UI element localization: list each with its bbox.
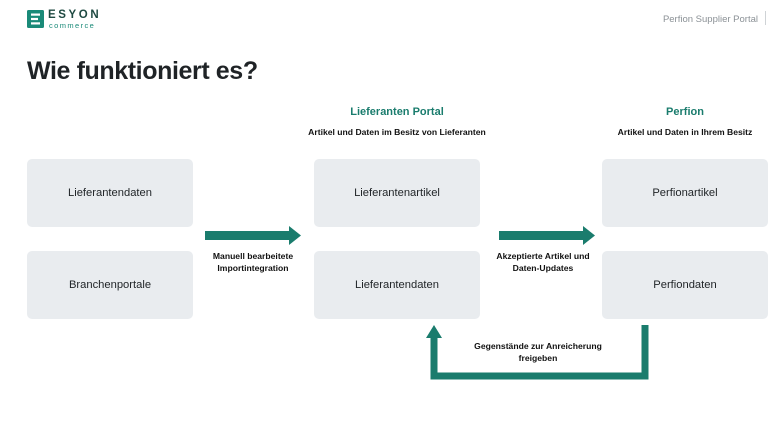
- source-supplier-data-box: Lieferantendaten: [27, 159, 193, 227]
- box-label: Branchenportale: [68, 279, 152, 291]
- release-arrow-label: Gegenstände zur Anreicherung freigeben: [474, 341, 602, 363]
- perfion-articles-box: Perfionartikel: [602, 159, 768, 227]
- page-title: Wie funktioniert es?: [27, 57, 258, 85]
- accepted-arrow-label: Akzeptierte Artikel und Daten-Updates: [496, 251, 590, 273]
- import-arrow-icon: [205, 226, 301, 245]
- esyon-logo-mark-icon: [27, 10, 44, 28]
- portal-title: Perfion Supplier Portal: [662, 14, 758, 25]
- portal-column-heading: Lieferanten Portal: [350, 106, 444, 118]
- esyon-logo: ESYON commerce: [27, 9, 147, 30]
- box-label: Perfionartikel: [652, 187, 718, 199]
- portal-data-box: Lieferantendaten: [314, 251, 480, 319]
- header-divider: [765, 11, 766, 25]
- logo-wordmark: ESYON: [48, 9, 102, 21]
- portal-articles-box: Lieferantenartikel: [314, 159, 480, 227]
- box-label: Lieferantenartikel: [354, 187, 440, 199]
- logo-tagline: commerce: [49, 21, 96, 30]
- accepted-arrow-icon: [499, 226, 595, 245]
- portal-column-subheading: Artikel und Daten im Besitz von Lieferan…: [308, 127, 486, 137]
- box-label: Lieferantendaten: [68, 187, 152, 199]
- release-loop-arrow-icon: [430, 325, 649, 380]
- perfion-column-heading: Perfion: [666, 106, 704, 118]
- box-label: Lieferantendaten: [355, 279, 439, 291]
- perfion-column-subheading: Artikel und Daten in Ihrem Besitz: [617, 127, 753, 137]
- box-label: Perfiondaten: [653, 279, 717, 291]
- source-industry-portals-box: Branchenportale: [27, 251, 193, 319]
- perfion-data-box: Perfiondaten: [602, 251, 768, 319]
- import-arrow-label: Manuell bearbeitete Importintegration: [212, 251, 294, 273]
- release-loop-arrowhead-icon: [426, 325, 442, 338]
